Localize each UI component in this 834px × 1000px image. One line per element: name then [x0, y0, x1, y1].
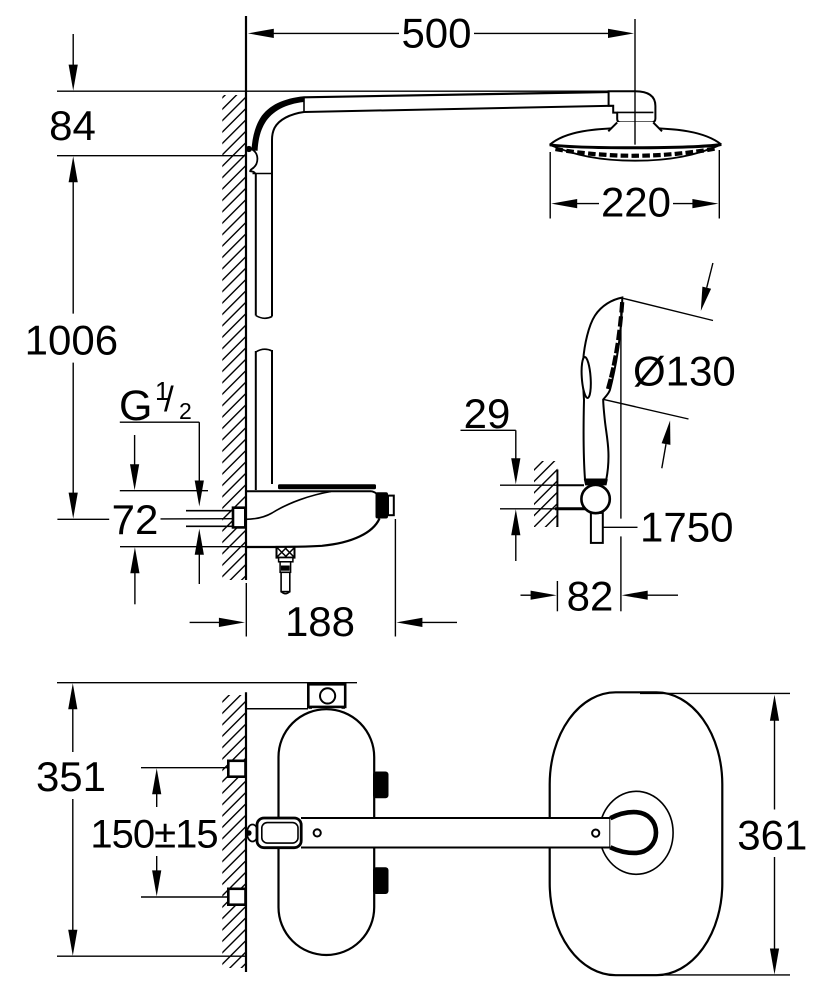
svg-text:1750: 1750 [640, 504, 733, 551]
svg-text:72: 72 [112, 496, 159, 543]
svg-text:Ø130: Ø130 [633, 348, 736, 395]
svg-text:351: 351 [36, 753, 106, 800]
svg-text:1006: 1006 [25, 317, 118, 364]
svg-text:361: 361 [737, 812, 807, 859]
svg-text:500: 500 [401, 10, 471, 57]
svg-text:2: 2 [179, 398, 192, 424]
svg-text:1: 1 [155, 376, 169, 406]
svg-text:/: / [164, 380, 174, 419]
svg-text:220: 220 [601, 179, 671, 226]
svg-text:82: 82 [567, 573, 614, 620]
svg-text:84: 84 [49, 102, 96, 149]
svg-text:188: 188 [285, 598, 355, 645]
svg-text:29: 29 [464, 390, 511, 437]
svg-text:150±15: 150±15 [90, 813, 217, 857]
